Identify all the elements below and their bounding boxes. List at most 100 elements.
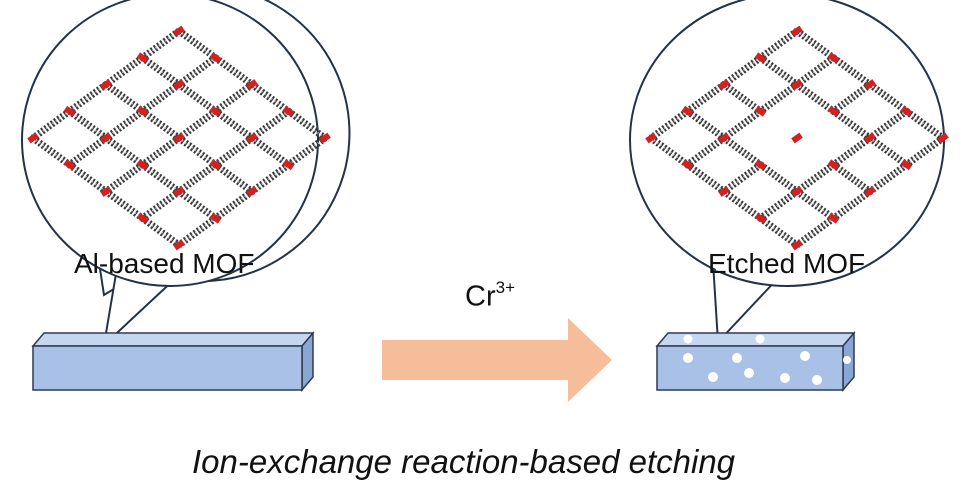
pore-dot <box>755 334 765 344</box>
metal-node <box>681 105 694 117</box>
reagent-label: Cr3+ <box>465 278 515 314</box>
etched-mof-lattice-icon <box>645 25 949 251</box>
metal-node <box>791 186 803 197</box>
metal-node <box>791 239 803 251</box>
framework-strut <box>249 108 291 141</box>
framework-strut <box>867 161 909 195</box>
left-bubble-body <box>21 0 319 287</box>
framework-strut <box>140 188 182 222</box>
metal-node <box>718 132 730 144</box>
framework-strut <box>103 108 145 141</box>
framework-strut <box>721 108 763 141</box>
framework-strut <box>286 135 328 168</box>
framework-strut <box>249 135 291 168</box>
framework-strut <box>140 28 182 61</box>
framework-strut <box>721 161 763 195</box>
pore-dot <box>683 334 693 344</box>
metal-node <box>100 132 112 144</box>
metal-node <box>209 52 222 64</box>
pore-dot <box>732 353 742 363</box>
framework-strut <box>904 108 946 141</box>
substrate-bar-left <box>31 330 315 393</box>
framework-strut <box>794 188 836 222</box>
framework-strut <box>758 161 800 195</box>
metal-node <box>827 159 840 171</box>
right-panel-label: Etched MOF <box>708 248 866 279</box>
bar-right-front-face <box>656 345 844 391</box>
framework-strut <box>758 54 800 88</box>
framework-strut <box>67 135 109 168</box>
metal-node <box>209 159 222 171</box>
substrate-bar-right <box>655 330 856 393</box>
framework-strut <box>213 135 255 168</box>
framework-strut <box>794 54 836 88</box>
metal-node <box>937 132 949 144</box>
metal-node <box>173 186 185 197</box>
metal-node <box>754 159 767 171</box>
framework-strut <box>721 188 763 222</box>
framework-strut <box>831 81 873 115</box>
framework-strut <box>648 135 690 168</box>
metal-node <box>136 159 149 171</box>
framework-strut <box>867 135 909 168</box>
metal-node <box>864 79 876 90</box>
metal-node <box>754 105 767 117</box>
pore-dot <box>780 373 790 383</box>
metal-node <box>173 25 185 37</box>
metal-node <box>173 132 185 144</box>
framework-strut <box>758 28 800 61</box>
metal-node <box>791 79 803 90</box>
metal-node <box>754 52 767 64</box>
metal-node <box>63 105 76 117</box>
metal-node <box>864 132 876 144</box>
framework-strut <box>758 81 800 115</box>
framework-strut <box>103 188 145 222</box>
framework-strut <box>176 188 218 222</box>
metal-node <box>827 52 840 64</box>
framework-strut <box>140 215 182 248</box>
framework-strut <box>249 161 291 195</box>
framework-strut <box>140 161 182 195</box>
framework-strut <box>176 108 218 141</box>
framework-strut <box>831 54 873 88</box>
framework-strut <box>685 108 727 141</box>
framework-strut <box>758 215 800 248</box>
framework-strut <box>176 215 218 248</box>
framework-strut <box>249 81 291 115</box>
framework-strut <box>831 161 873 195</box>
framework-strut <box>67 108 109 141</box>
metal-node <box>718 186 730 197</box>
framework-strut <box>213 161 255 195</box>
framework-strut <box>67 161 109 195</box>
framework-strut <box>213 54 255 88</box>
framework-strut <box>176 28 218 61</box>
metal-node <box>100 79 112 90</box>
metal-node <box>136 105 149 117</box>
framework-strut <box>867 108 909 141</box>
framework-strut <box>685 135 727 168</box>
metal-node <box>136 212 149 224</box>
framework-strut <box>140 135 182 168</box>
bar-left-front-face <box>32 345 303 391</box>
framework-strut <box>794 81 836 115</box>
framework-strut <box>721 135 763 168</box>
framework-strut <box>758 188 800 222</box>
metal-node <box>681 159 694 171</box>
metal-node <box>63 159 76 171</box>
framework-strut <box>685 161 727 195</box>
pore-dot <box>683 353 693 363</box>
metal-node <box>319 132 331 144</box>
metal-node <box>827 105 840 117</box>
metal-node <box>100 186 112 197</box>
framework-strut <box>648 108 690 141</box>
mof-lattice-icon <box>27 25 331 251</box>
metal-node <box>246 186 258 197</box>
reaction-arrow-icon <box>382 318 612 402</box>
framework-strut <box>794 28 836 61</box>
metal-node <box>791 25 803 37</box>
metal-node <box>754 212 767 224</box>
metal-node <box>173 239 185 251</box>
framework-strut <box>831 135 873 168</box>
framework-strut <box>794 161 836 195</box>
